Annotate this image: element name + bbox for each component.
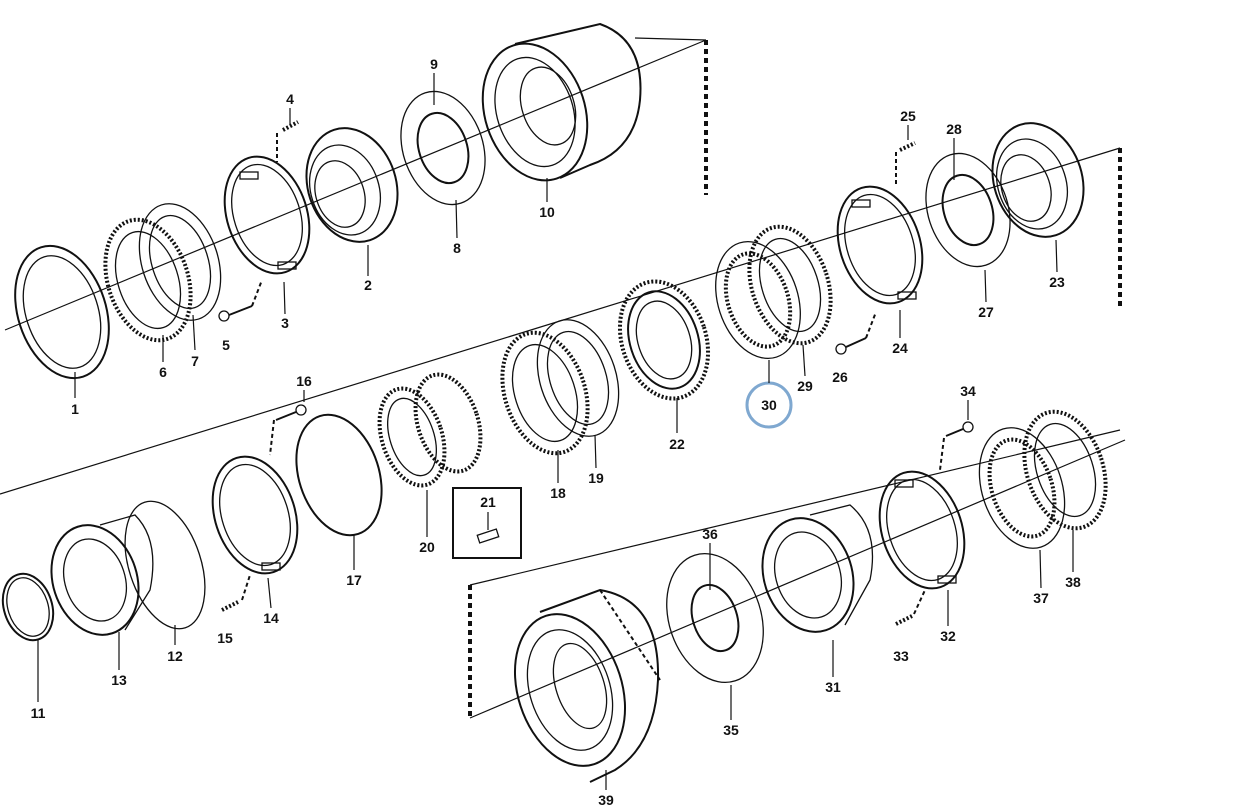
- part-29-steel-disc: [747, 224, 833, 346]
- part-label-37: 37: [1033, 590, 1049, 606]
- part-label-14: 14: [263, 610, 279, 626]
- part-16-pin: [269, 404, 307, 456]
- part-label-10: 10: [539, 204, 555, 220]
- part-27-28-ring-and-seal: [925, 152, 1011, 268]
- part-13-hub: [50, 514, 154, 636]
- part-label-38: 38: [1065, 574, 1081, 590]
- part-22-gear-ring: [617, 279, 711, 401]
- part-label-27: 27: [978, 304, 994, 320]
- part-label-33: 33: [893, 648, 909, 664]
- part-32-spring-cage: [878, 470, 966, 590]
- part-1-shim-ring: [14, 244, 110, 380]
- part-label-7: 7: [191, 353, 199, 369]
- part-label-34: 34: [960, 383, 976, 399]
- part-5-pin: [218, 279, 263, 322]
- leader-line: [984, 269, 987, 303]
- part-label-25: 25: [900, 108, 916, 124]
- part-18-friction-disc: [500, 330, 590, 456]
- part-25-spring: [895, 141, 916, 185]
- leader-line: [1055, 239, 1058, 273]
- part-12-ring: [124, 500, 206, 630]
- part-label-13: 13: [111, 672, 127, 688]
- part-label-4: 4: [286, 91, 294, 107]
- part-10-drum: [481, 22, 642, 182]
- leader-line: [283, 281, 286, 315]
- part-33-spring: [895, 589, 926, 626]
- part-label-18: 18: [550, 485, 566, 501]
- part-label-8: 8: [453, 240, 461, 256]
- leader-lines: [37, 73, 1074, 790]
- part-14-spring-cage: [211, 455, 299, 575]
- part-label-12: 12: [167, 648, 183, 664]
- part-23-piston: [991, 122, 1085, 238]
- part-label-29: 29: [797, 378, 813, 394]
- part-31-hub: [761, 504, 874, 633]
- part-7-steel-disc: [138, 203, 222, 321]
- part-2-piston: [305, 127, 399, 243]
- part-19-steel-disc: [536, 319, 620, 437]
- part-11-o-ring: [1, 572, 55, 642]
- part-label-11: 11: [31, 705, 46, 721]
- part-34-pin: [939, 421, 974, 471]
- part-label-30: 30: [761, 397, 777, 413]
- part-label-2: 2: [364, 277, 372, 293]
- part-20-splined-hub: [377, 372, 483, 488]
- part-24-spring-cage: [836, 185, 924, 305]
- leader-line: [802, 344, 806, 377]
- part-label-24: 24: [892, 340, 908, 356]
- part-labels: 1 2 3 4 5 6 7 8 9 10 11 12 13 14 15 16 1…: [31, 56, 1081, 808]
- leader-line: [455, 199, 458, 239]
- part-3-spring-cage: [223, 155, 311, 275]
- part-30-friction-disc-highlighted: [715, 240, 801, 360]
- part-label-35: 35: [723, 722, 739, 738]
- part-label-39: 39: [598, 792, 614, 808]
- leader-line: [1039, 549, 1042, 589]
- part-37-steel-disc: [978, 427, 1066, 549]
- part-label-28: 28: [946, 121, 962, 137]
- part-39-planetary-carrier: [513, 588, 661, 783]
- part-label-23: 23: [1049, 274, 1065, 290]
- part-label-19: 19: [588, 470, 604, 486]
- part-label-31: 31: [825, 679, 841, 695]
- part-label-17: 17: [346, 572, 362, 588]
- part-26-pin: [835, 311, 877, 355]
- part-8-9-ring-and-seal: [400, 90, 486, 206]
- part-label-20: 20: [419, 539, 435, 555]
- part-label-5: 5: [222, 337, 230, 353]
- part-17-snap-ring: [295, 413, 383, 537]
- part-4-spring: [276, 120, 299, 162]
- part-label-36: 36: [702, 526, 718, 542]
- part-label-6: 6: [159, 364, 167, 380]
- part-15-spring: [221, 574, 251, 612]
- part-label-26: 26: [832, 369, 848, 385]
- part-label-9: 9: [430, 56, 438, 72]
- part-label-1: 1: [71, 401, 79, 417]
- leader-line: [192, 314, 196, 351]
- part-label-32: 32: [940, 628, 956, 644]
- part-21-key: [452, 487, 522, 559]
- part-label-3: 3: [281, 315, 289, 331]
- part-label-15: 15: [217, 630, 233, 646]
- part-label-16: 16: [296, 373, 312, 389]
- part-38-friction-disc: [1022, 409, 1108, 531]
- part-label-22: 22: [669, 436, 685, 452]
- leader-line: [267, 577, 272, 609]
- part-label-21: 21: [480, 494, 496, 510]
- part-35-36-ring-and-seal: [666, 552, 764, 684]
- leader-line: [594, 434, 597, 469]
- assembly-axis-lines: [0, 37, 1126, 719]
